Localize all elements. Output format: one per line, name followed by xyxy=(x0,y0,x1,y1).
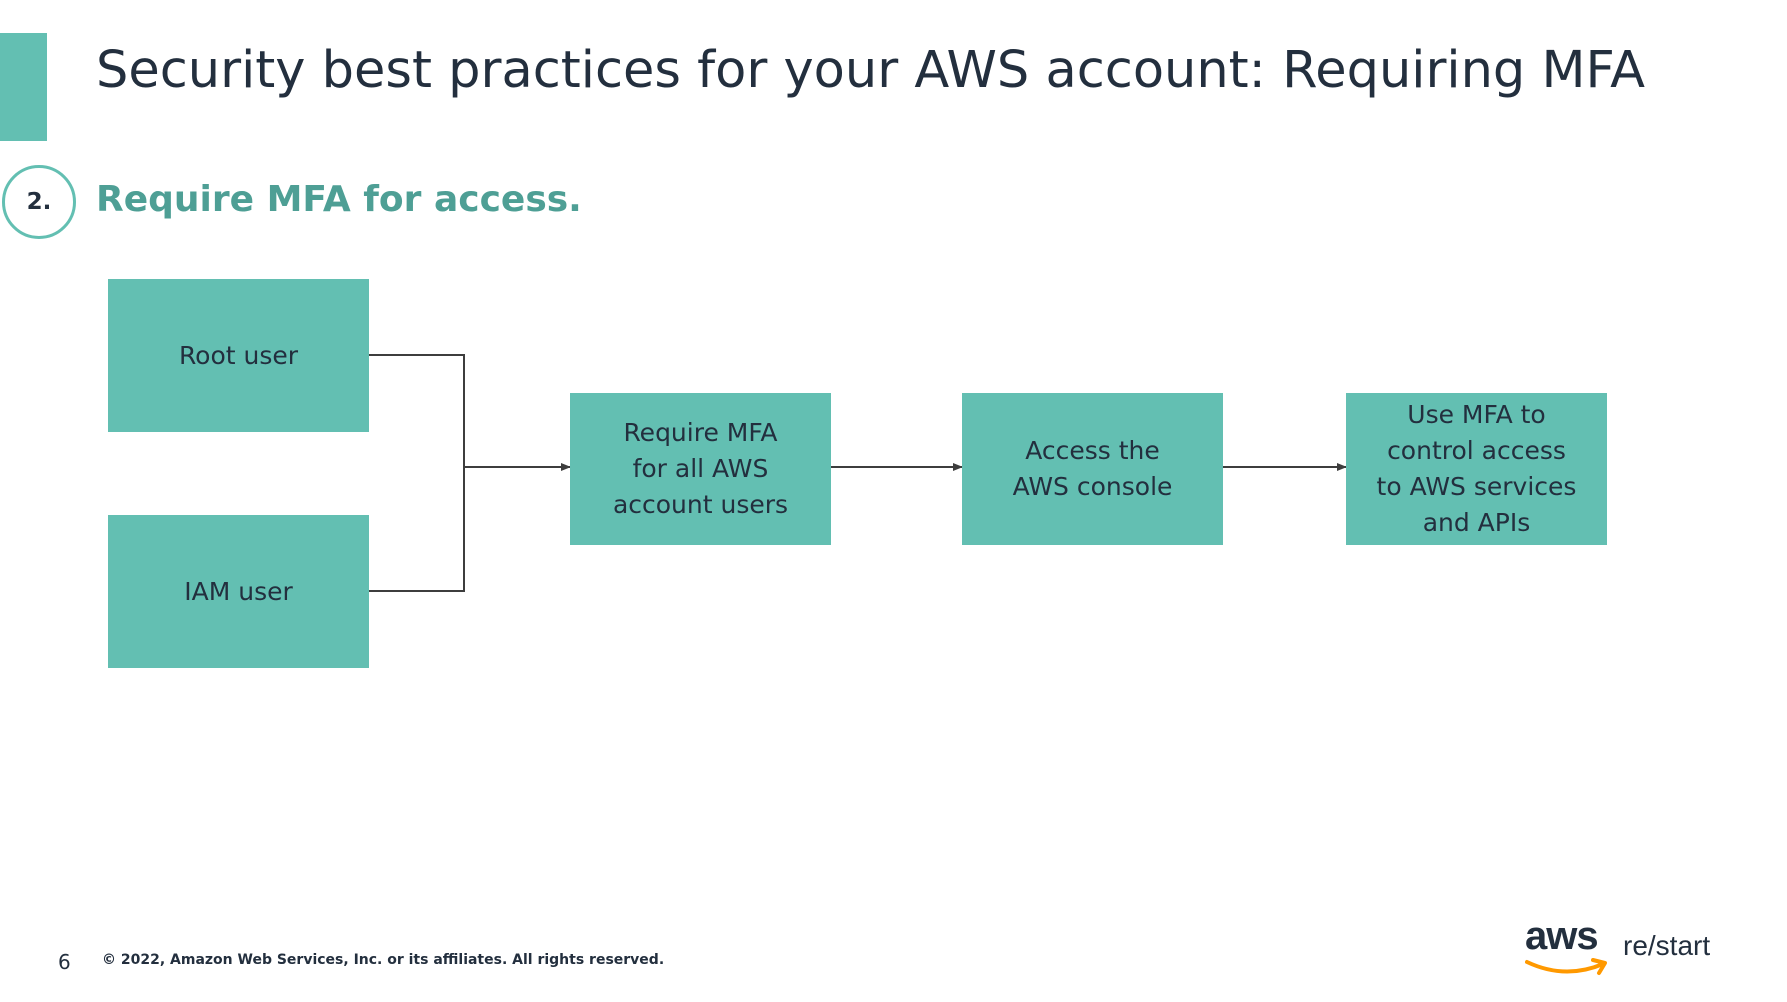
aws-restart-logo: aws re/start xyxy=(1525,914,1725,982)
node-iam-user-label: IAM user xyxy=(184,576,293,606)
page-number: 6 xyxy=(58,950,71,974)
aws-smile-icon xyxy=(1525,958,1607,975)
slide-subtitle: Require MFA for access. xyxy=(96,179,582,220)
slide-title: Security best practices for your AWS acc… xyxy=(96,41,1646,100)
node-root-user-label: Root user xyxy=(178,340,299,370)
edge-root-user-to-bracket xyxy=(368,354,465,467)
node-require-mfa-label: Require MFA for all AWS account users xyxy=(612,418,789,519)
node-root-user: Root user xyxy=(108,279,369,432)
node-use-mfa-label: Use MFA to control access to AWS service… xyxy=(1376,400,1577,537)
title-accent-bar xyxy=(0,33,47,141)
node-access-console-label: Access the AWS console xyxy=(1012,436,1173,501)
edge-iam-user-to-bracket xyxy=(368,467,465,592)
node-require-mfa: Require MFA for all AWS account users xyxy=(570,393,831,545)
step-number-badge: 2. xyxy=(2,165,76,239)
node-iam-user: IAM user xyxy=(108,515,369,668)
logo-brand-text: aws xyxy=(1525,914,1599,958)
logo-product-text: re/start xyxy=(1623,930,1711,961)
node-access-console: Access the AWS console xyxy=(962,393,1223,545)
step-number-label: 2. xyxy=(26,189,52,215)
copyright-notice: © 2022, Amazon Web Services, Inc. or its… xyxy=(102,952,665,968)
node-use-mfa: Use MFA to control access to AWS service… xyxy=(1346,393,1607,545)
